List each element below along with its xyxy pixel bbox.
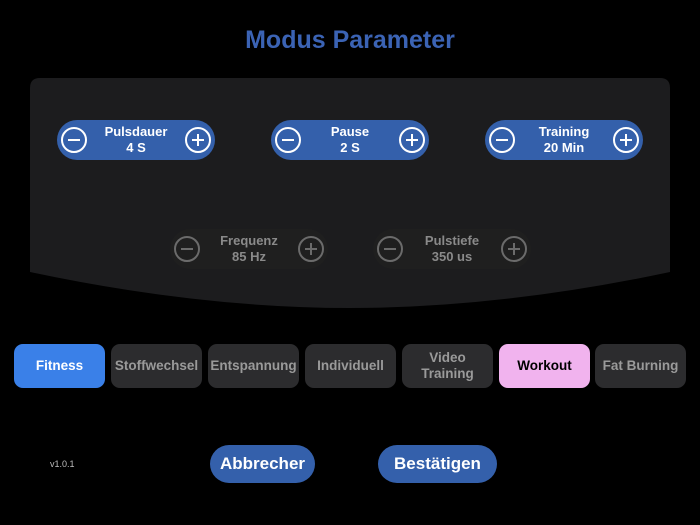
- mode-video-training[interactable]: Video Training: [402, 344, 493, 388]
- stepper-value: 350 us: [431, 249, 473, 264]
- plus-icon[interactable]: [298, 236, 324, 262]
- page-title: Modus Parameter: [245, 26, 455, 54]
- minus-icon[interactable]: [489, 127, 515, 153]
- mode-stoffwechsel[interactable]: Stoffwechsel: [111, 344, 202, 388]
- stepper-pulsdauer: Pulsdauer 4 S: [57, 120, 215, 160]
- minus-icon[interactable]: [61, 127, 87, 153]
- stepper-label: Pause: [330, 124, 370, 139]
- plus-icon[interactable]: [501, 236, 527, 262]
- stepper-value: 2 S: [340, 140, 360, 155]
- mode-workout[interactable]: Workout: [499, 344, 590, 388]
- stepper-label: Training: [538, 124, 590, 139]
- mode-individuell[interactable]: Individuell: [305, 344, 396, 388]
- stepper-training: Training 20 Min: [485, 120, 643, 160]
- stepper-label: Frequenz: [220, 233, 278, 248]
- stepper-frequenz: Frequenz 85 Hz: [170, 229, 328, 269]
- stepper-label: Pulsdauer: [104, 124, 168, 139]
- stepper-label: Pulstiefe: [424, 233, 480, 248]
- minus-icon[interactable]: [377, 236, 403, 262]
- confirm-button[interactable]: Bestätigen: [378, 445, 497, 483]
- plus-icon[interactable]: [399, 127, 425, 153]
- plus-icon[interactable]: [613, 127, 639, 153]
- parameter-panel: [30, 78, 670, 308]
- mode-fat-burning[interactable]: Fat Burning: [595, 344, 686, 388]
- stepper-value: 20 Min: [543, 140, 585, 155]
- mode-fitness[interactable]: Fitness: [14, 344, 105, 388]
- stepper-value: 85 Hz: [232, 249, 266, 264]
- minus-icon[interactable]: [275, 127, 301, 153]
- stepper-pause: Pause 2 S: [271, 120, 429, 160]
- minus-icon[interactable]: [174, 236, 200, 262]
- cancel-button[interactable]: Abbrecher: [210, 445, 315, 483]
- plus-icon[interactable]: [185, 127, 211, 153]
- stepper-value: 4 S: [126, 140, 146, 155]
- stepper-pulstiefe: Pulstiefe 350 us: [373, 229, 531, 269]
- mode-entspannung[interactable]: Entspannung: [208, 344, 299, 388]
- version-label: v1.0.1: [50, 459, 75, 469]
